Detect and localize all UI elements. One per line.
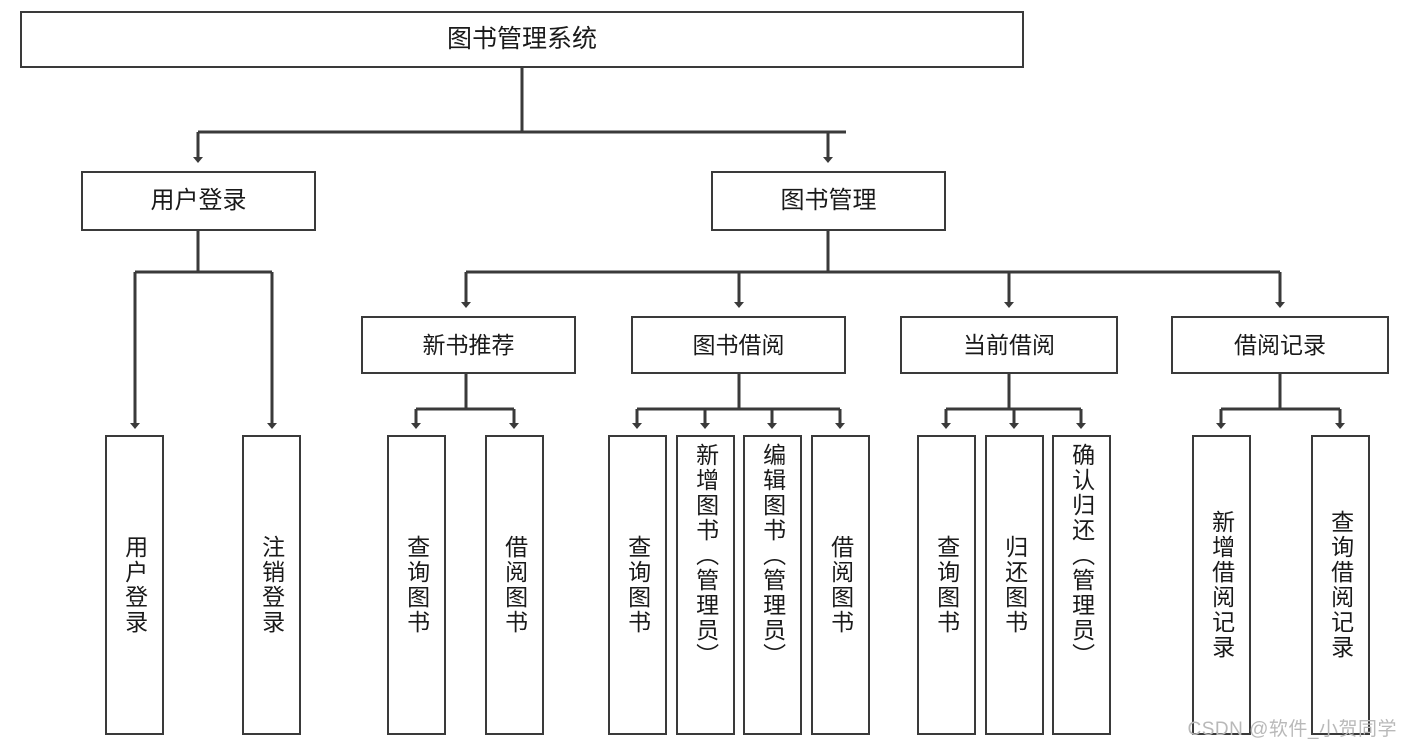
node-leaf-query-book-3[interactable]: 查询图书 [917, 435, 976, 735]
node-leaf-query-record-label: 查询借阅记录 [1327, 510, 1354, 660]
node-leaf-query-record[interactable]: 查询借阅记录 [1311, 435, 1370, 735]
node-leaf-borrow-book-1-label: 借阅图书 [501, 535, 528, 635]
node-leaf-edit-book-label: 编辑图书（管理员） [759, 443, 786, 668]
node-user-login-label: 用户登录 [150, 187, 247, 214]
node-current-borrow-label: 当前借阅 [963, 331, 1055, 358]
node-root-label: 图书管理系统 [446, 25, 597, 53]
node-leaf-borrow-book-2[interactable]: 借阅图书 [811, 435, 870, 735]
node-new-book-rec[interactable]: 新书推荐 [361, 316, 576, 374]
node-leaf-borrow-book-1[interactable]: 借阅图书 [485, 435, 544, 735]
node-leaf-confirm-return[interactable]: 确认归还（管理员） [1052, 435, 1111, 735]
node-root[interactable]: 图书管理系统 [20, 11, 1024, 68]
node-leaf-user-login-label: 用户登录 [121, 535, 148, 635]
node-leaf-confirm-return-label: 确认归还（管理员） [1068, 443, 1095, 668]
node-leaf-add-record-label: 新增借阅记录 [1208, 510, 1235, 660]
node-leaf-return-book[interactable]: 归还图书 [985, 435, 1044, 735]
node-leaf-query-book-2-label: 查询图书 [624, 535, 651, 635]
node-borrow-record-label: 借阅记录 [1234, 331, 1326, 358]
node-leaf-user-logout-label: 注销登录 [258, 535, 285, 635]
node-borrow-record[interactable]: 借阅记录 [1171, 316, 1389, 374]
node-leaf-user-login[interactable]: 用户登录 [105, 435, 164, 735]
node-book-borrow-label: 图书借阅 [692, 331, 785, 358]
node-current-borrow[interactable]: 当前借阅 [900, 316, 1118, 374]
node-new-book-rec-label: 新书推荐 [422, 331, 515, 358]
watermark: CSDN @软件_小贺同学 [1187, 719, 1397, 740]
node-leaf-borrow-book-2-label: 借阅图书 [827, 535, 854, 635]
node-user-login[interactable]: 用户登录 [81, 171, 316, 231]
node-leaf-query-book-3-label: 查询图书 [933, 535, 960, 635]
node-book-manage[interactable]: 图书管理 [711, 171, 946, 231]
node-leaf-add-record[interactable]: 新增借阅记录 [1192, 435, 1251, 735]
node-book-manage-label: 图书管理 [780, 187, 877, 214]
node-leaf-edit-book[interactable]: 编辑图书（管理员） [743, 435, 802, 735]
node-leaf-return-book-label: 归还图书 [1001, 535, 1028, 635]
node-leaf-add-book[interactable]: 新增图书（管理员） [676, 435, 735, 735]
node-leaf-query-book-1[interactable]: 查询图书 [387, 435, 446, 735]
node-leaf-user-logout[interactable]: 注销登录 [242, 435, 301, 735]
node-leaf-query-book-1-label: 查询图书 [403, 535, 430, 635]
node-leaf-query-book-2[interactable]: 查询图书 [608, 435, 667, 735]
node-book-borrow[interactable]: 图书借阅 [631, 316, 846, 374]
node-leaf-add-book-label: 新增图书（管理员） [692, 443, 719, 668]
